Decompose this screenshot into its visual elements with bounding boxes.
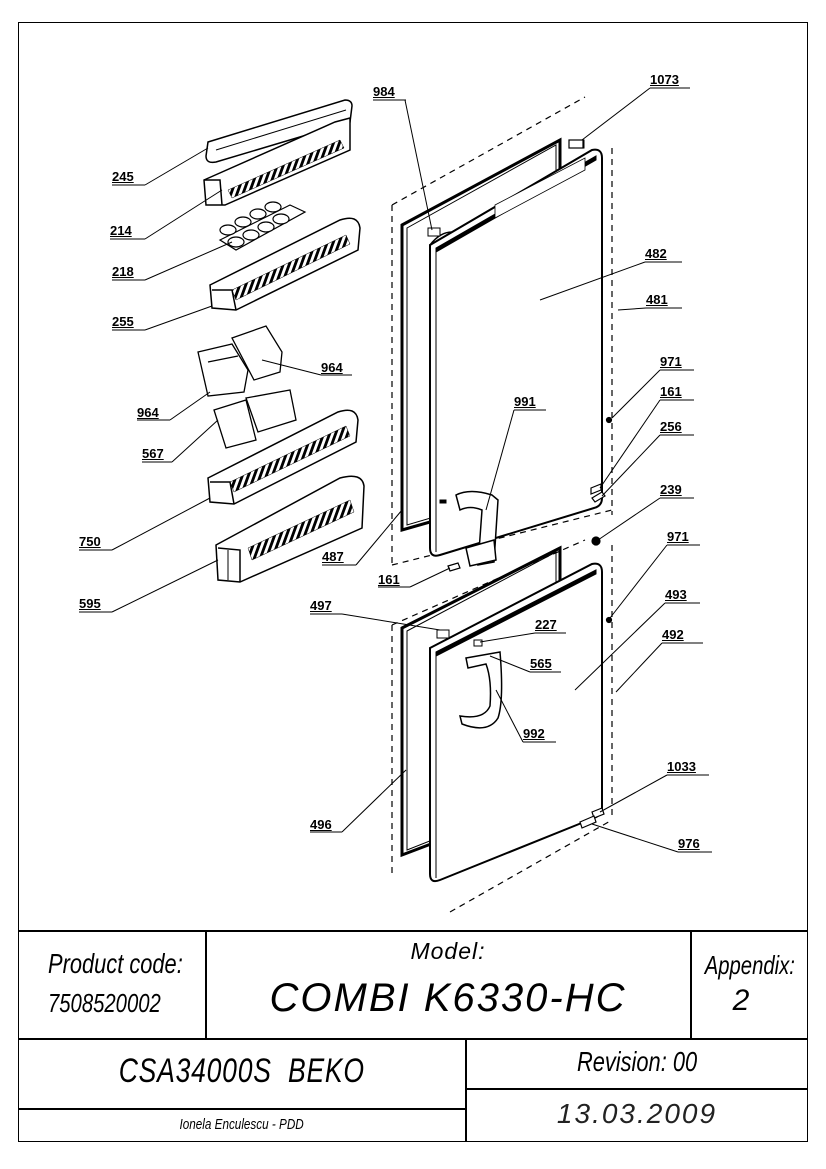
can-holder-567: [213, 389, 297, 449]
callout-p214: 214: [110, 223, 132, 238]
callout-p971b: 971: [667, 529, 689, 544]
callout-p1073: 1073: [650, 72, 679, 87]
callout-p245: 245: [112, 169, 134, 184]
callout-p161a: 161: [660, 384, 682, 399]
appendix-value: 2: [732, 984, 750, 1017]
callout-p750: 750: [79, 534, 101, 549]
door-shelf-750: [207, 409, 359, 505]
callout-p964a: 964: [321, 360, 343, 375]
date: 13.03.2009: [556, 1098, 718, 1129]
drawing-frame: [18, 22, 808, 1142]
callout-p1033: 1033: [667, 759, 696, 774]
door-hardware: [447, 139, 613, 829]
callout-p227: 227: [535, 617, 557, 632]
product-code-value: 7508520002: [48, 988, 161, 1018]
door-shelf-595: [215, 475, 365, 583]
appendix-label: Appendix:: [704, 950, 795, 980]
callout-p492: 492: [662, 627, 684, 642]
bottle-holder-964-b: [231, 325, 283, 381]
callout-p992: 992: [523, 726, 545, 741]
callout-p976: 976: [678, 836, 700, 851]
assembly-dashed-lines: [391, 96, 613, 913]
callout-p161b: 161: [378, 572, 400, 587]
dairy-compartment-214: [203, 117, 351, 206]
author: Ionela Enculescu - PDD: [179, 1116, 304, 1133]
callout-p493: 493: [665, 587, 687, 602]
callout-p595: 595: [79, 596, 101, 611]
model-value: COMBI K6330-HC: [269, 976, 627, 1020]
callout-p487: 487: [322, 549, 344, 564]
csa-code: CSA34000S BEKO: [118, 1052, 365, 1090]
model-label: Model:: [410, 938, 486, 964]
door-shelf-255: [209, 217, 361, 311]
callout-p239: 239: [660, 482, 682, 497]
upper-handle-991: [455, 490, 499, 567]
callout-p565: 565: [530, 656, 552, 671]
callout-p567: 567: [142, 446, 164, 461]
upper-door-panel-482: [427, 139, 603, 557]
callout-p481: 481: [646, 292, 668, 307]
callout-p256: 256: [660, 419, 682, 434]
callout-p984: 984: [373, 84, 395, 99]
callout-p218: 218: [112, 264, 134, 279]
lower-door-panel-493: [429, 562, 603, 883]
bottle-holder-964-a: [197, 343, 249, 397]
egg-tray-218: [218, 201, 307, 251]
callout-p971a: 971: [660, 354, 682, 369]
revision: Revision: 00: [576, 1046, 698, 1077]
callout-p496: 496: [310, 817, 332, 832]
callout-p991: 991: [514, 394, 536, 409]
callout-p964b: 964: [137, 405, 159, 420]
callout-p255: 255: [112, 314, 134, 329]
callout-p482: 482: [645, 246, 667, 261]
product-code-label: Product code:: [48, 948, 183, 979]
leader-lines: [79, 87, 712, 853]
callout-p497: 497: [310, 598, 332, 613]
